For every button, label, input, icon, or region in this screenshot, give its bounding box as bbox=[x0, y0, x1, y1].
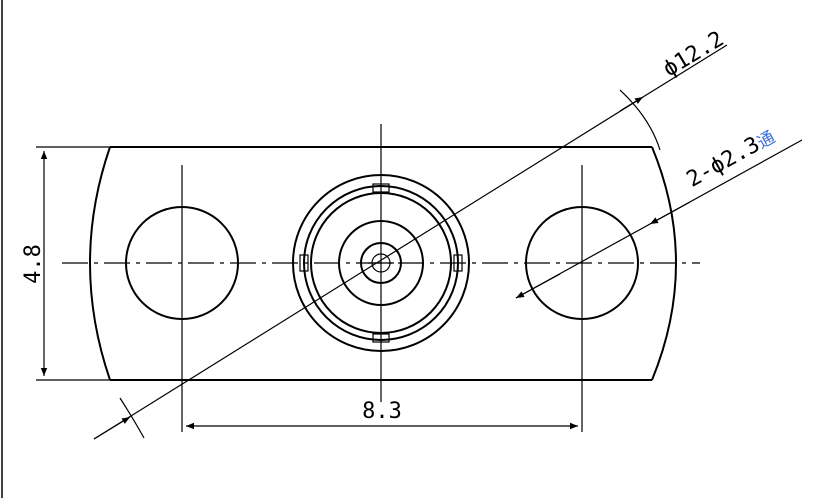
height-dimension-label: 4.8 bbox=[21, 244, 46, 284]
hole-spacing-label: 8.3 bbox=[362, 399, 402, 424]
hole-spacing-dimension: 8.3 bbox=[186, 399, 578, 430]
center-lines bbox=[62, 124, 700, 432]
outer-diameter-label: ϕ12.2 bbox=[659, 27, 729, 83]
hole-callout-label: 2-ϕ2.3通 bbox=[683, 124, 780, 193]
height-dimension: 4.8 bbox=[21, 146, 110, 381]
